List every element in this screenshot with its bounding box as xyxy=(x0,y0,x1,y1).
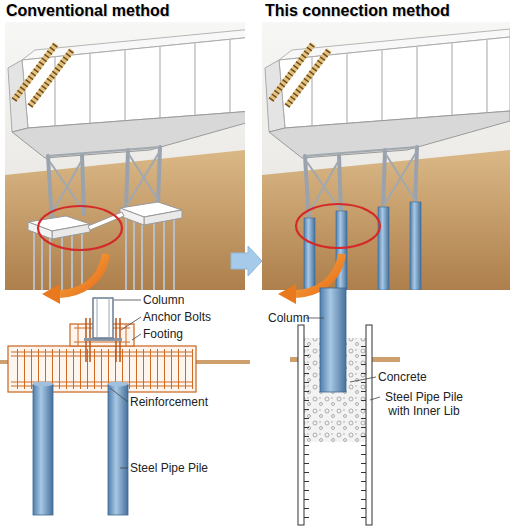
pile-top xyxy=(33,382,53,387)
part-label: Reinforcement xyxy=(130,395,208,409)
pile-wall xyxy=(298,325,304,525)
zoom-arrow xyxy=(60,254,106,294)
column-flange xyxy=(97,298,109,338)
leader-line xyxy=(110,300,141,468)
sky xyxy=(262,22,510,290)
silo xyxy=(265,29,510,222)
steel-pipe-pile xyxy=(108,384,128,515)
inner-rib xyxy=(361,342,366,520)
steel-pipe-pile xyxy=(304,218,315,290)
pile-top xyxy=(108,382,128,387)
footing-pad xyxy=(120,202,182,225)
highlight-ellipse xyxy=(296,204,380,248)
connection-scene xyxy=(262,22,510,290)
footing-pad xyxy=(52,224,90,239)
silo xyxy=(8,29,245,222)
ground xyxy=(5,150,245,290)
part-label: Concrete xyxy=(378,370,427,384)
part-label: Steel Pipe Pile xyxy=(130,461,208,475)
column xyxy=(93,298,113,338)
part-label: Steel Pipe Pile with Inner Lib xyxy=(376,390,472,418)
panel: This connection method xyxy=(262,0,512,290)
part-label: Column xyxy=(143,293,184,307)
column xyxy=(320,288,346,392)
arrow-head xyxy=(278,284,296,304)
steel-pipe-pile xyxy=(336,211,347,290)
steel-pipe-pile xyxy=(33,384,53,515)
steel-pipe-pile xyxy=(378,207,389,290)
part-label: Column xyxy=(268,311,309,325)
panel: Conventional method xyxy=(3,0,231,290)
part-label: Footing xyxy=(143,327,183,341)
arrow-head xyxy=(42,284,60,304)
pile-wall xyxy=(366,325,372,525)
part-label: Anchor Bolts xyxy=(143,310,211,324)
conventional-scene xyxy=(5,22,245,290)
zoom-arrow xyxy=(42,254,106,304)
panel-heading: Conventional method xyxy=(3,0,231,20)
reinforcement xyxy=(11,352,193,386)
steel-pipe-pile xyxy=(410,202,421,290)
footing xyxy=(8,346,196,392)
transition-arrow xyxy=(231,246,262,276)
reinforcement xyxy=(11,349,193,389)
tie-beam xyxy=(88,212,124,230)
leader-line xyxy=(306,318,380,400)
panel-heading: This connection method xyxy=(262,0,512,20)
footing-pad xyxy=(144,210,182,225)
inner-rib xyxy=(304,342,309,520)
highlight-ellipse xyxy=(38,206,122,250)
footing-detail xyxy=(0,298,250,515)
